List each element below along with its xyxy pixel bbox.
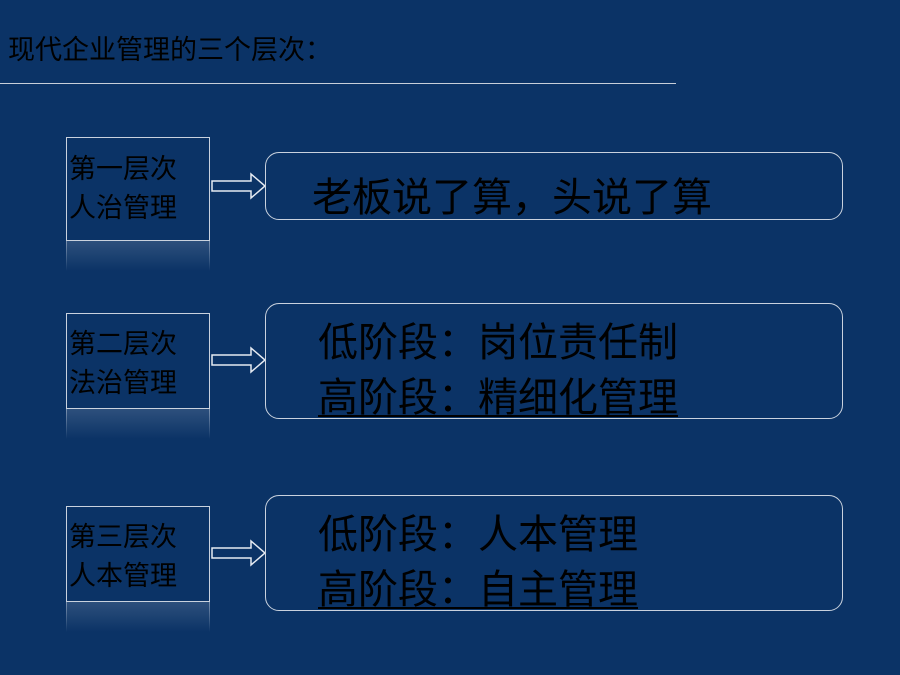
right-arrow-icon [211, 346, 267, 374]
level-box-reflection [66, 602, 210, 632]
description-box-2: 低阶段：岗位责任制 高阶段：精细化管理 [265, 303, 843, 421]
level-box-2: 第二层次 法治管理 [66, 313, 210, 409]
right-arrow-icon [211, 172, 267, 200]
description-line: 低阶段：人本管理 [318, 512, 638, 558]
level-mode: 人治管理 [69, 193, 177, 224]
level-box-reflection [66, 409, 210, 439]
right-arrow-icon [211, 539, 267, 567]
description-box-1: 老板说了算，头说了算 [265, 152, 843, 221]
slide-title: 现代企业管理的三个层次： [8, 35, 332, 66]
level-name: 第一层次 [69, 154, 177, 185]
description-line: 老板说了算，头说了算 [312, 175, 712, 221]
level-name: 第三层次 [69, 522, 177, 553]
description-box-3: 低阶段：人本管理 高阶段：自主管理 [265, 495, 843, 613]
level-box-1: 第一层次 人治管理 [66, 137, 210, 241]
description-line: 低阶段：岗位责任制 [318, 320, 678, 366]
level-box-reflection [66, 241, 210, 271]
level-mode: 法治管理 [69, 368, 177, 399]
level-box-3: 第三层次 人本管理 [66, 506, 210, 602]
title-underline [0, 83, 676, 84]
level-name: 第二层次 [69, 329, 177, 360]
level-mode: 人本管理 [69, 561, 177, 592]
description-line: 高阶段：精细化管理 [318, 375, 678, 421]
description-line: 高阶段：自主管理 [318, 567, 638, 613]
